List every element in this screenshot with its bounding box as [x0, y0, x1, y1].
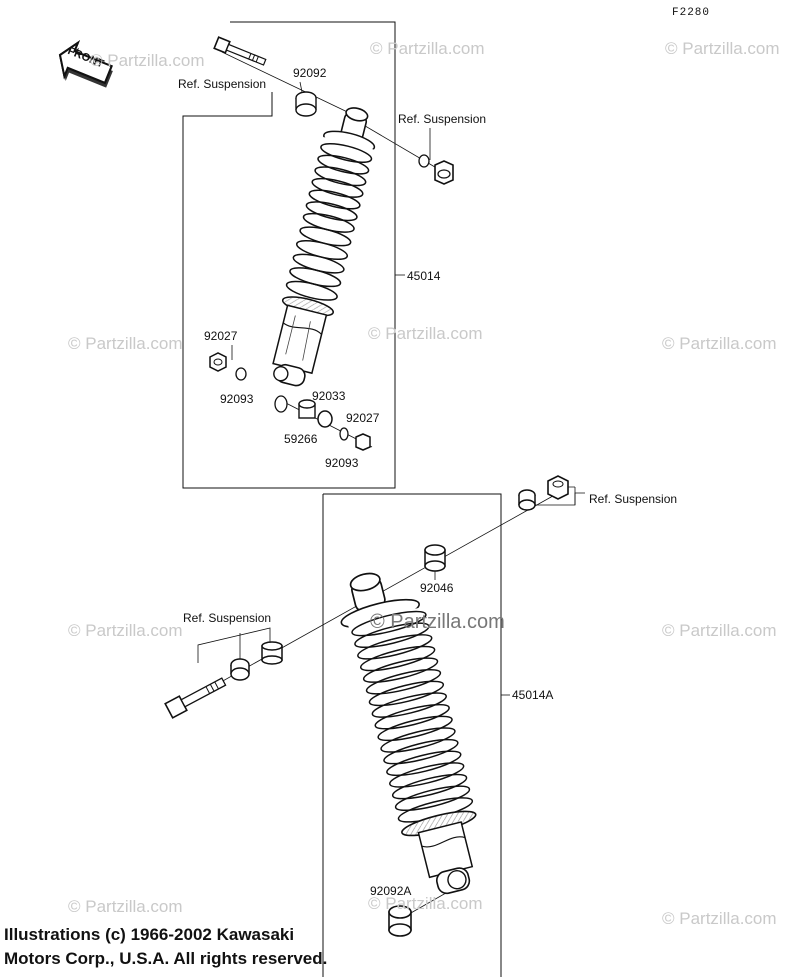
- bushing-92092A: [388, 905, 412, 937]
- lower-left-bushing: [230, 658, 250, 681]
- watermark: © Partzilla.com: [68, 621, 183, 640]
- watermark: © Partzilla.com: [368, 324, 483, 343]
- watermark: © Partzilla.com: [370, 39, 485, 58]
- lower-bracket-line: [323, 493, 502, 977]
- callout-59266: 59266: [284, 432, 318, 446]
- watermark: © Partzilla.com: [90, 51, 205, 70]
- watermark: © Partzilla.com: [665, 39, 780, 58]
- callout-92093-left: 92093: [220, 392, 254, 406]
- callout-92027-right: 92027: [346, 411, 380, 425]
- watermark: © Partzilla.com: [370, 611, 505, 633]
- figure-code: F2280: [672, 7, 711, 19]
- lower-top-nut: [547, 475, 569, 500]
- callout-92092A: 92092A: [370, 884, 412, 898]
- callout-45014: 45014: [407, 269, 441, 283]
- callout-92093-right: 92093: [325, 456, 359, 470]
- callout-92027-left: 92027: [204, 329, 238, 343]
- nut-92027-left: [209, 352, 227, 372]
- collar-59266: [298, 399, 316, 419]
- callout-92046: 92046: [420, 581, 454, 595]
- collar-92046: [424, 544, 446, 572]
- callout-ref-suspension-lower-left: Ref. Suspension: [183, 611, 272, 625]
- watermark: © Partzilla.com: [662, 621, 777, 640]
- nut-92027-right: [355, 433, 371, 451]
- callout-92092: 92092: [293, 66, 327, 80]
- lower-left-collar: [261, 641, 283, 665]
- watermark: © Partzilla.com: [368, 894, 483, 913]
- copyright-line-2: Motors Corp., U.S.A. All rights reserved…: [4, 949, 328, 968]
- upper-bracket-line: [182, 21, 396, 489]
- watermark: © Partzilla.com: [68, 897, 183, 916]
- callout-ref-suspension-top-right: Ref. Suspension: [398, 112, 487, 126]
- watermark: © Partzilla.com: [68, 334, 183, 353]
- shock-absorber-45014: [272, 107, 376, 387]
- callout-ref-suspension-top-left: Ref. Suspension: [178, 77, 267, 91]
- lower-top-bushing: [518, 489, 536, 511]
- upper-bolt: [213, 36, 267, 66]
- washer-92093-left: [235, 367, 247, 381]
- shock-absorber-45014A: [340, 572, 478, 895]
- callout-92033: 92033: [312, 389, 346, 403]
- front-arrow-icon: [58, 40, 113, 88]
- upper-right-nut: [434, 160, 454, 185]
- copyright-line-1: Illustrations (c) 1966-2002 Kawasaki: [4, 925, 295, 944]
- callout-45014A: 45014A: [512, 688, 554, 702]
- bushing-92033: [317, 410, 333, 428]
- collar-92092: [295, 91, 317, 117]
- watermark: © Partzilla.com: [662, 334, 777, 353]
- callout-ref-suspension-lower-right: Ref. Suspension: [589, 492, 678, 506]
- lower-bolt: [164, 677, 227, 719]
- washer-92093-right: [339, 427, 349, 441]
- watermark: © Partzilla.com: [662, 909, 777, 928]
